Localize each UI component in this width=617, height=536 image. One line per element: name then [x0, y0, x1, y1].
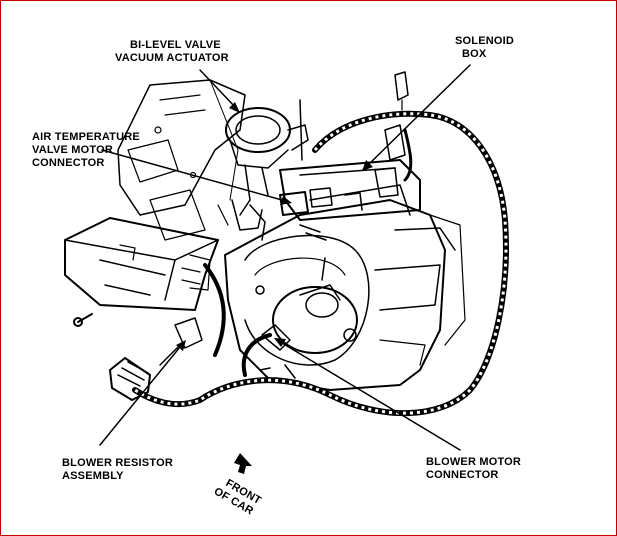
leader-lines: [99, 64, 471, 451]
blower-resistor-assembly: [109, 317, 203, 401]
resistor-bracket: [64, 217, 219, 311]
blower-motor: [239, 257, 358, 379]
air-temp-motor-connector-part: [249, 191, 309, 241]
label-blower-motor-connector: BLOWER MOTOR CONNECTOR: [426, 456, 524, 481]
label-solenoid-box: SOLENOID BOX: [455, 35, 517, 60]
label-front-of-car: FRONT OF CAR: [212, 474, 266, 520]
label-air-temp-motor-connector: AIR TEMPERATURE VALVE MOTOR CONNECTOR: [32, 131, 143, 169]
front-of-car-arrow-icon: [234, 453, 252, 474]
label-bi-level-valve: BI-LEVEL VALVE VACUUM ACTUATOR: [115, 39, 229, 64]
wiring-harness: [132, 110, 509, 417]
screw-icon: [73, 313, 93, 327]
vacuum-actuator: [217, 99, 309, 231]
label-blower-resistor: BLOWER RESISTOR ASSEMBLY: [62, 457, 176, 482]
